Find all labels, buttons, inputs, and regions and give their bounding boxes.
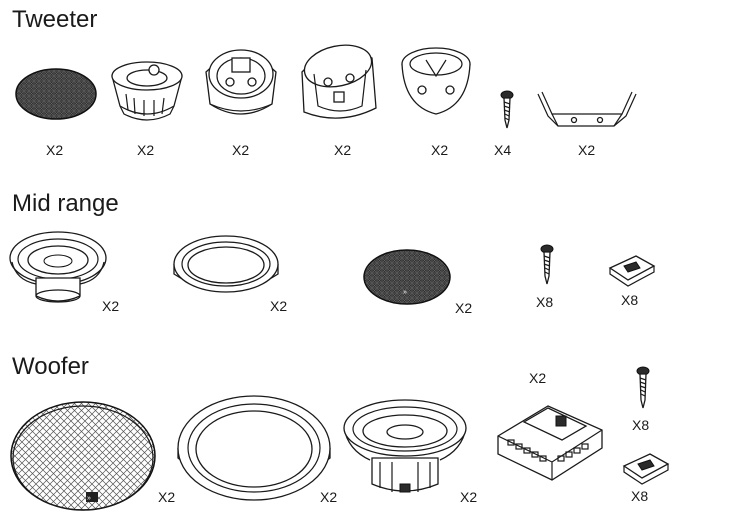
screw-icon	[634, 366, 652, 412]
midrange-driver-icon	[6, 228, 110, 310]
angled-mount-cup-icon	[296, 36, 382, 122]
qty-mounting-bracket: X2	[578, 142, 596, 158]
qty-midrange-clip: X8	[621, 292, 639, 308]
section-title-woofer: Woofer	[12, 353, 89, 380]
woofer-trim-ring-icon	[174, 392, 334, 510]
qty-midrange-screw: X8	[536, 294, 554, 310]
qty-midrange-trim-ring: X2	[270, 298, 288, 314]
woofer-driver-icon	[340, 398, 470, 502]
qty-woofer-clip: X8	[631, 488, 649, 504]
section-title-midrange: Mid range	[12, 190, 119, 217]
svg-text:»: »	[403, 289, 407, 296]
midrange-grille-icon: »	[362, 248, 452, 306]
crossover-icon	[494, 390, 606, 486]
qty-woofer-grille: X2	[158, 489, 176, 505]
mounting-clip-icon	[620, 450, 672, 485]
screw-icon	[538, 244, 556, 288]
qty-tweeter-screw: X4	[494, 142, 512, 158]
flush-mount-cup-icon	[398, 42, 474, 120]
woofer-grille-icon: »	[8, 400, 158, 512]
surface-mount-cup-icon	[196, 38, 286, 120]
tweeter-driver-icon	[104, 48, 190, 124]
mounting-clip-icon	[606, 252, 658, 287]
qty-tweeter-driver: X2	[137, 142, 155, 158]
qty-angled-mount-cup: X2	[334, 142, 352, 158]
qty-midrange-grille: X2	[455, 300, 473, 316]
screw-icon	[498, 90, 516, 132]
qty-woofer-driver: X2	[460, 489, 478, 505]
mounting-bracket-icon	[534, 88, 638, 132]
qty-surface-mount-cup: X2	[232, 142, 250, 158]
qty-tweeter-grille: X2	[46, 142, 64, 158]
qty-midrange-driver: X2	[102, 298, 120, 314]
qty-woofer-trim-ring: X2	[320, 489, 338, 505]
section-title-tweeter: Tweeter	[12, 6, 98, 33]
qty-flush-mount-cup: X2	[431, 142, 449, 158]
midrange-trim-ring-icon	[170, 232, 282, 304]
qty-woofer-screw: X8	[632, 417, 650, 433]
qty-crossover: X2	[529, 370, 547, 386]
svg-text:»: »	[87, 495, 91, 502]
tweeter-grille-icon	[14, 66, 98, 122]
